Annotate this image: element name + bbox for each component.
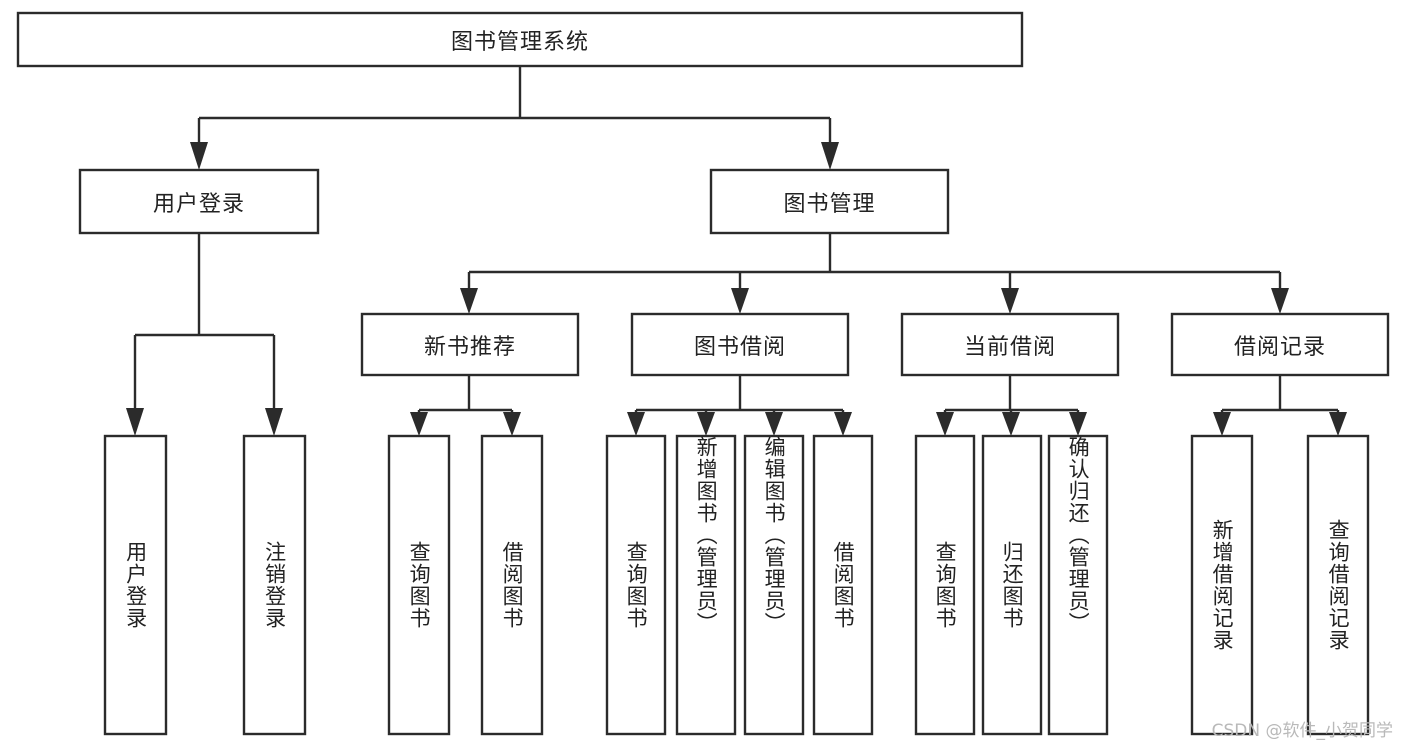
connector-group-current-borrow [936,375,1087,436]
arrowhead-borrowbook-borrow [834,412,852,436]
connector-group-root [190,66,839,170]
arrowhead-borrow-book [731,288,749,314]
node-box-user-login[interactable] [78,168,320,235]
connector-group-borrow-record [1213,375,1347,436]
node-box-leaf-currentborrow-return[interactable] [981,434,1043,736]
arrowhead-borrow-record [1271,288,1289,314]
arrowhead-borrowbook-add [697,412,715,436]
arrowhead-book-mgmt [821,142,839,170]
arrowhead-new-book [460,288,478,314]
node-box-leaf-currentborrow-query[interactable] [914,434,976,736]
node-box-leaf-borrowrecord-add[interactable] [1190,434,1254,736]
arrowhead-leaf-user-login [126,408,144,436]
connector-group-user-login [126,233,283,436]
node-box-book-mgmt[interactable] [709,168,950,235]
arrowhead-user-login [190,142,208,170]
node-box-leaf-logout[interactable] [242,434,307,736]
node-box-leaf-user-login[interactable] [103,434,168,736]
node-box-new-book[interactable] [360,312,580,377]
arrowhead-currentborrow-return [1002,412,1020,436]
connector-group-borrow-book [627,375,852,436]
node-box-leaf-borrowbook-edit[interactable] [743,434,805,736]
arrowhead-borrowrecord-add [1213,412,1231,436]
node-box-borrow-record[interactable] [1170,312,1390,377]
arrowhead-currentborrow-query [936,412,954,436]
arrowhead-currentborrow-confirm [1069,412,1087,436]
node-box-borrow-book[interactable] [630,312,850,377]
node-box-leaf-borrowrecord-query[interactable] [1306,434,1370,736]
arrowhead-newbook-query [410,412,428,436]
node-box-leaf-newbook-query[interactable] [387,434,451,736]
arrowhead-borrowbook-edit [765,412,783,436]
arrowhead-current-borrow [1001,288,1019,314]
arrowhead-borrowrecord-query [1329,412,1347,436]
connector-group-new-book [410,375,521,436]
node-box-leaf-newbook-borrow[interactable] [480,434,544,736]
arrowhead-newbook-borrow [503,412,521,436]
arrowhead-leaf-logout [265,408,283,436]
node-box-leaf-currentborrow-confirm[interactable] [1047,434,1109,736]
node-box-leaf-borrowbook-borrow[interactable] [812,434,874,736]
node-box-root[interactable] [16,11,1024,68]
node-box-leaf-borrowbook-add[interactable] [675,434,737,736]
connector-group-book-mgmt [460,233,1289,314]
arrowhead-borrowbook-query [627,412,645,436]
node-box-leaf-borrowbook-query[interactable] [605,434,667,736]
node-box-current-borrow[interactable] [900,312,1120,377]
